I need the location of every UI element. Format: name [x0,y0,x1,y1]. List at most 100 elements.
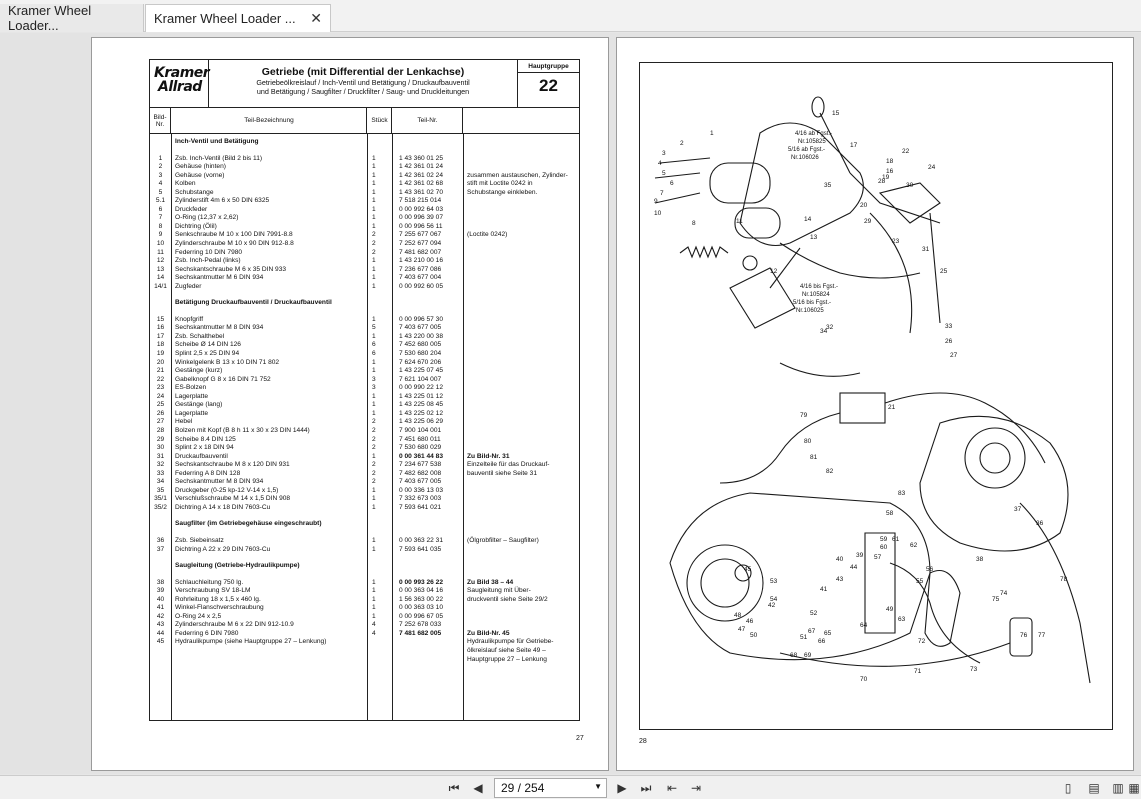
stueck: 1 [372,486,376,494]
callout-number: 35 [824,182,832,189]
kramer-logo: Kramer Allrad [150,60,210,108]
remark: (Ölgrobfilter – Saugfilter) [467,536,539,544]
close-icon[interactable]: ✕ [310,10,322,26]
remark: Zu Bild-Nr. 45 [467,629,510,637]
callout-number: 4 [658,160,662,167]
teil-nr: 1 43 220 00 38 [399,332,443,340]
tab-document-1[interactable]: Kramer Wheel Loader... [0,3,144,33]
stueck: 2 [372,469,376,477]
col-stueck: Stück [368,108,392,133]
stueck: 1 [372,171,376,179]
teil-bezeichnung: Dichtring A 14 x 18 DIN 7603-Cu [175,503,271,511]
valve-stand [864,532,896,634]
forward-view-icon[interactable]: ⇥ [690,781,702,795]
callout-number: 16 [886,168,894,175]
teil-nr: 0 00 361 44 83 [399,452,443,460]
teil-nr: 7 900 104 001 [399,426,442,434]
callout-number: 12 [770,268,778,275]
remark: Hauptgruppe 27 – Lenkung [467,655,547,663]
teil-nr: 7 252 677 094 [399,240,442,248]
sheet-header: Kramer Allrad Getriebe (mit Differential… [150,60,579,108]
teil-bezeichnung: Gestänge (kurz) [175,367,223,375]
pipe-38 [889,562,981,664]
page-number-input[interactable]: 29 / 254 ▼ [494,778,607,798]
hydraulic-line [884,392,1046,464]
bild-nr: 34 [156,478,165,486]
teil-nr: 1 42 361 02 68 [399,180,443,188]
bild-nr: 14/1 [154,282,167,290]
teil-nr: 7 452 680 005 [399,341,442,349]
teil-bezeichnung: Hebel [175,418,193,426]
column-divider [171,134,172,720]
bild-nr: 36 [156,536,165,544]
first-page-button[interactable]: ⏮ [446,779,462,797]
teil-bezeichnung: Dichtring (Ölil) [175,222,217,230]
pump-45 [734,564,752,582]
section-heading: Saugleitung (Getriebe-Hydraulikpumpe) [150,562,579,571]
callout-number: 18 [886,158,894,165]
document-viewer[interactable]: Kramer Allrad Getriebe (mit Differential… [0,33,1141,774]
prev-page-button[interactable]: ◀ [470,779,486,797]
chevron-down-icon[interactable]: ▼ [594,782,602,791]
row-spacer [150,147,579,155]
teil-bezeichnung: Lagerplatte [175,392,208,400]
remark: Zu Bild 38 – 44 [467,578,514,586]
col-teil-nr: Teil-Nr. [393,108,463,133]
teil-bezeichnung: Knopfgriff [175,315,204,323]
tab-document-2[interactable]: Kramer Wheel Loader ... ✕ [145,4,331,32]
teil-nr: 0 00 992 60 05 [399,282,443,290]
teil-nr: 7 255 677 067 [399,231,442,239]
stueck: 1 [372,578,376,586]
teil-nr: 1 42 361 02 24 [399,171,443,179]
bild-nr: 30 [156,444,165,452]
back-view-icon[interactable]: ⇤ [666,781,678,795]
teil-nr: 0 00 993 26 22 [399,578,443,586]
bild-nr: 9 [158,231,163,239]
diagram-svg: 1234567891011121314151617181920212223242… [654,96,1091,684]
teil-bezeichnung: Splint 2,5 x 25 DIN 94 [175,350,240,358]
bild-nr: 8 [158,222,163,230]
tab-bar: Kramer Wheel Loader... Kramer Wheel Load… [0,0,1141,33]
teil-bezeichnung: Federring 10 DIN 7980 [175,248,243,256]
bild-nr: 5.1 [155,197,166,205]
teil-nr: 0 00 996 57 30 [399,315,443,323]
section-title: Betätigung Druckaufbauventil / Druckaufb… [175,299,332,307]
hauptgruppe-box: Hauptgruppe 22 [517,60,579,108]
next-page-button[interactable]: ▶ [614,779,630,797]
pedal-lever [779,242,921,279]
section-title: Inch-Ventil und Betätigung [175,138,259,145]
bild-nr: 29 [156,435,165,443]
single-page-view-icon[interactable]: ▯ [1064,781,1072,795]
callout-number: 39 [856,552,864,559]
callout-number: 17 [850,142,858,149]
engine-fan [700,558,750,608]
callout-number: 56 [926,566,934,573]
pedal-arm [769,247,801,289]
two-page-continuous-view-icon[interactable]: ▦ [1128,781,1140,795]
teil-nr: 0 00 996 39 07 [399,214,443,222]
last-page-button[interactable]: ⏭ [638,779,654,797]
bild-nr: 14 [156,274,165,282]
stueck: 1 [372,536,376,544]
remark: (Loctite 0242) [467,231,508,239]
stueck: 4 [372,629,376,637]
rod-21 [869,212,913,334]
continuous-view-icon[interactable]: ▤ [1088,781,1100,795]
two-page-view-icon[interactable]: ▥ [1112,781,1124,795]
teil-bezeichnung: Gabelknopf G 8 x 16 DIN 71 752 [175,375,271,383]
teil-bezeichnung: Lagerplatte [175,409,208,417]
callout-number: 68 [790,652,798,659]
callout-number: 65 [824,630,832,637]
teil-nr: 0 00 996 67 05 [399,612,443,620]
stueck: 1 [372,604,376,612]
bild-nr: 42 [156,612,165,620]
